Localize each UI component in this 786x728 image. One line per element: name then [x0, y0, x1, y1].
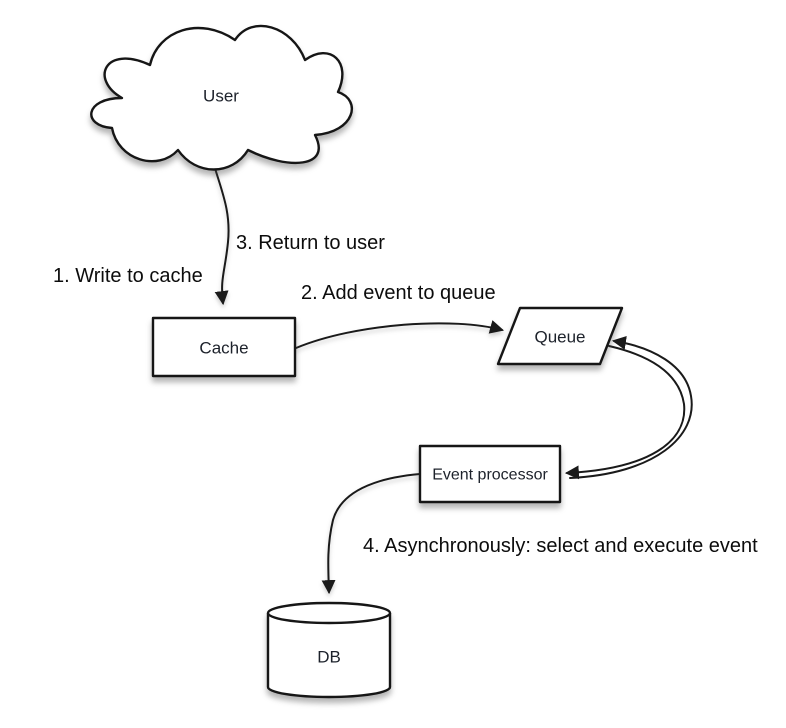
- queue-parallelogram: [496, 306, 624, 366]
- cache-rectangle: [151, 316, 297, 378]
- edge-user-to-cache-arrow: [213, 164, 230, 306]
- cache-node-label: Cache: [199, 339, 248, 358]
- edge-event-processor-to-db-arrow: [321, 473, 421, 595]
- user-cloud-node: User: [90, 24, 353, 171]
- cache-node: Cache: [151, 316, 297, 378]
- db-node: DB: [266, 601, 392, 699]
- edge-cache-to-queue-arrow: [295, 320, 505, 349]
- annotation-step3-return-to-user: 3. Return to user: [236, 232, 385, 254]
- annotation-step2-add-event-to-queue: 2. Add event to queue: [301, 282, 496, 304]
- event-processor-rectangle: [418, 444, 562, 504]
- event-processor-node: Event processor: [418, 444, 562, 504]
- db-cylinder-body: [266, 613, 392, 699]
- event-processor-node-label: Event processor: [432, 467, 548, 484]
- cloud-shape: [90, 24, 353, 171]
- edge-queue-to-event-processor-arrow: [564, 345, 686, 480]
- user-node-label: User: [203, 87, 239, 106]
- edge-event-processor-to-queue-arrow: [569, 335, 693, 479]
- db-cylinder-top: [266, 601, 392, 625]
- annotation-step4-asynchronously-select-execute: 4. Asynchronously: select and execute ev…: [363, 535, 758, 557]
- queue-node-label: Queue: [534, 328, 585, 347]
- annotation-step1-write-to-cache: 1. Write to cache: [53, 265, 203, 287]
- queue-node: Queue: [496, 306, 624, 366]
- db-node-label: DB: [317, 648, 341, 667]
